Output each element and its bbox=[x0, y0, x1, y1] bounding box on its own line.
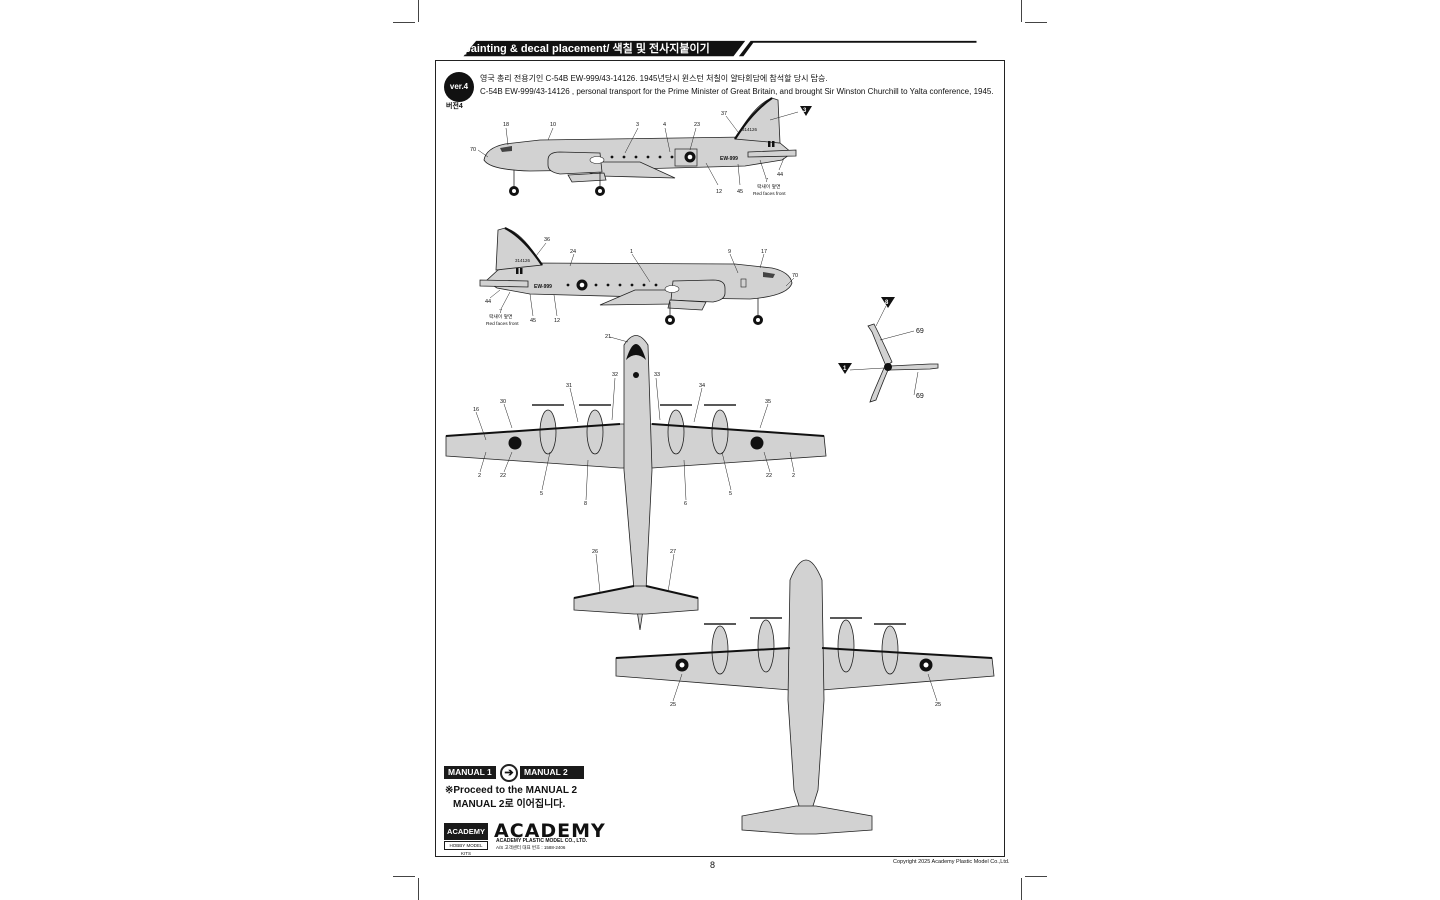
callout: 45 bbox=[530, 318, 536, 324]
decal-marker: 3 bbox=[803, 108, 807, 114]
crop-mark bbox=[1021, 0, 1022, 22]
callout: 1 bbox=[630, 249, 633, 255]
academy-box-subtitle: HOBBY MODEL KITS bbox=[444, 841, 488, 856]
red-faces-en: Red faces front bbox=[753, 191, 786, 197]
callout: 2 bbox=[792, 473, 795, 479]
callout: 37 bbox=[721, 111, 727, 117]
crop-mark bbox=[418, 0, 419, 22]
tail-serial: 314126 bbox=[742, 127, 758, 132]
callout: 33 bbox=[654, 372, 660, 378]
callout: 16 bbox=[473, 407, 479, 413]
callout: 44 bbox=[777, 172, 783, 178]
callout: 4 bbox=[663, 122, 666, 128]
callout: 21 bbox=[605, 334, 611, 340]
section-title: painting & decal placement/ 색칠 및 전사지붙이기 bbox=[464, 43, 710, 55]
description-english: C-54B EW-999/43-14126 , personal transpo… bbox=[480, 87, 994, 96]
callout: 12 bbox=[716, 189, 722, 195]
callout: 70 bbox=[792, 273, 798, 279]
version-label: 버전4 bbox=[446, 103, 463, 110]
callout: 36 bbox=[544, 237, 550, 243]
callout: 30 bbox=[500, 399, 506, 405]
callout: 7 bbox=[499, 309, 502, 315]
callout: 34 bbox=[699, 383, 705, 389]
callout: 26 bbox=[592, 549, 598, 555]
variant-description: 영국 총리 전용기인 C-54B EW-999/43-14126. 1945년당… bbox=[480, 72, 994, 98]
crop-mark bbox=[1025, 876, 1047, 877]
brand-support-line: A/S 고객센터 대표 번호 : 1588-2406 bbox=[496, 845, 566, 850]
proceed-note: ※Proceed to the MANUAL 2 MANUAL 2로 이어집니다… bbox=[445, 784, 577, 812]
callout: 69 bbox=[916, 328, 924, 335]
callout: 17 bbox=[761, 249, 767, 255]
proceed-english: ※Proceed to the MANUAL 2 bbox=[445, 785, 578, 796]
proceed-korean: MANUAL 2로 이어집니다. bbox=[453, 799, 566, 810]
callout: 2 bbox=[478, 473, 481, 479]
callout: 6 bbox=[684, 501, 687, 507]
decal-marker: 1 bbox=[843, 366, 847, 372]
crop-mark bbox=[1025, 22, 1047, 23]
crop-mark bbox=[393, 22, 415, 23]
callout: 9 bbox=[728, 249, 731, 255]
description-korean: 영국 총리 전용기인 C-54B EW-999/43-14126. 1945년당… bbox=[480, 74, 828, 83]
fuselage-code: EW-999 bbox=[534, 284, 552, 290]
callout: 25 bbox=[935, 702, 941, 708]
callout: 12 bbox=[554, 318, 560, 324]
callout: 5 bbox=[729, 491, 732, 497]
page-number: 8 bbox=[710, 860, 716, 870]
manual-to-label: MANUAL 2 bbox=[520, 766, 584, 779]
copyright-notice: Copyright 2025 Academy Plastic Model Co.… bbox=[893, 859, 1010, 865]
red-faces-kr: 락새이 앞면 bbox=[489, 313, 512, 320]
crop-mark bbox=[393, 876, 415, 877]
callout: 24 bbox=[570, 249, 576, 255]
academy-brand-logo: ACADEMY bbox=[494, 820, 606, 842]
callout: 5 bbox=[540, 491, 543, 497]
tail-serial: 314126 bbox=[515, 258, 531, 263]
callout: 70 bbox=[470, 147, 476, 153]
callout: 35 bbox=[765, 399, 771, 405]
arrow-right-icon: ➔ bbox=[500, 764, 518, 782]
callout: 10 bbox=[550, 122, 556, 128]
callout: 27 bbox=[670, 549, 676, 555]
academy-box-logo: ACADEMY bbox=[444, 823, 488, 840]
callout: 22 bbox=[766, 473, 772, 479]
callout: 22 bbox=[500, 473, 506, 479]
manual-from-label: MANUAL 1 bbox=[444, 766, 496, 779]
callout: 44 bbox=[485, 299, 491, 305]
callout: 25 bbox=[670, 702, 676, 708]
section-header-band bbox=[463, 40, 977, 57]
callout: 23 bbox=[694, 122, 700, 128]
version-badge: ver.4 bbox=[444, 72, 474, 102]
crop-mark bbox=[1021, 878, 1022, 900]
callout: 69 bbox=[916, 393, 924, 400]
crop-mark bbox=[418, 878, 419, 900]
callout: 8 bbox=[584, 501, 587, 507]
callout: 45 bbox=[737, 189, 743, 195]
callout: 32 bbox=[612, 372, 618, 378]
callout: 3 bbox=[636, 122, 639, 128]
red-faces-kr: 락새이 앞면 bbox=[757, 183, 780, 190]
brand-company-name: ACADEMY PLASTIC MODEL CO., LTD. bbox=[496, 838, 588, 844]
callout: 31 bbox=[566, 383, 572, 389]
callout: 7 bbox=[765, 178, 768, 184]
red-faces-en: Red faces front bbox=[486, 321, 519, 327]
decal-marker: 8 bbox=[885, 300, 889, 306]
fuselage-code: EW-999 bbox=[720, 156, 738, 162]
callout: 18 bbox=[503, 122, 509, 128]
header-triangle-icon bbox=[453, 44, 461, 52]
